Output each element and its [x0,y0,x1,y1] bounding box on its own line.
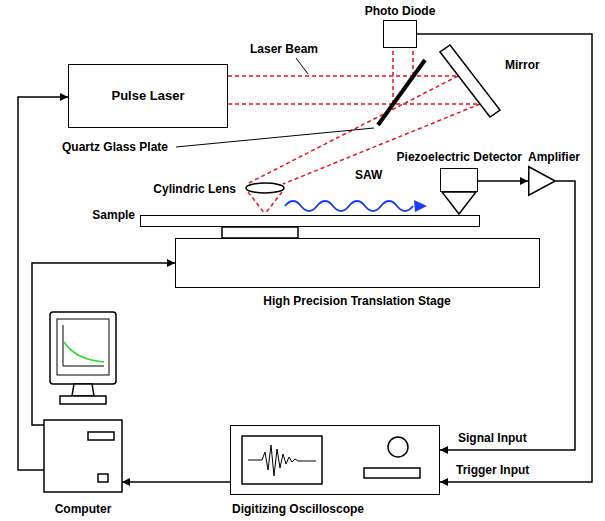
computer-drawing [44,312,122,492]
node-label: Sample [92,208,135,222]
laser-beam [392,48,394,104]
translation-stage: High Precision Translation Stage [175,238,540,288]
amplifier-triangle [529,167,556,196]
laser-beam [228,48,480,214]
leader-line [176,128,374,147]
node-label: Piezoelectric Detector [397,150,522,164]
power-button [98,474,108,482]
detector-tip [442,192,476,214]
sample-plate: Sample [140,215,480,227]
lens-label: Cylindric Lens [153,182,236,196]
pulse-laser-box: Pulse Laser [68,64,228,128]
beam-label: Laser Beam [250,42,318,56]
piezoelectric-detector: Piezoelectric Detector [440,168,478,192]
saw-wave [285,201,413,211]
signal-label: Signal Input [458,431,527,445]
computer: Computer [44,312,122,492]
node-label: Digitizing Oscilloscope [232,502,364,516]
sample-mount [222,227,298,238]
leader-line [296,58,308,74]
signal-wire [18,97,68,470]
signal-wire [478,180,528,182]
node-label: Amplifier [528,150,580,164]
label-layer: Laser BeamMirrorQuartz Glass PlateCylind… [0,0,605,98]
scope-panel [364,468,420,478]
node-label: Computer [55,502,112,516]
drive-slot [88,432,114,440]
monitor-base [60,396,106,404]
mirror-label: Mirror [505,58,540,72]
node-label: Photo Diode [365,4,436,18]
node-label: High Precision Translation Stage [263,294,450,308]
cylindric-lens [246,183,284,193]
plate-label: Quartz Glass Plate [62,140,168,154]
oscilloscope-drawing [242,436,420,484]
photo-diode: Photo Diode [383,20,417,48]
signal-label: Trigger Input [456,463,529,477]
laser-beam [228,75,458,77]
signal-wire [32,263,175,425]
amplifier-symbol: Amplifier [528,166,556,196]
mirror [440,45,500,117]
laser-beam [265,192,282,214]
node-label: Pulse Laser [112,89,185,103]
laser-beam [248,192,265,214]
digitizing-oscilloscope: Digitizing Oscilloscope [230,425,440,495]
monitor [50,312,116,384]
monitor-neck [72,384,94,396]
laser-beam [228,103,480,105]
laser-beam [412,48,414,76]
saw-arrowhead [414,200,427,212]
waveform [248,445,316,476]
scope-knob [388,437,408,457]
amplifier-triangle [528,166,556,196]
quartz-glass-plate [378,60,425,125]
wave-label: SAW [355,168,382,182]
plot-axes [63,325,104,366]
monitor-screen [57,319,109,375]
computer-case [44,420,122,492]
plot-curve [64,342,104,362]
signal-wire [122,481,230,483]
scope-screen [242,436,322,484]
